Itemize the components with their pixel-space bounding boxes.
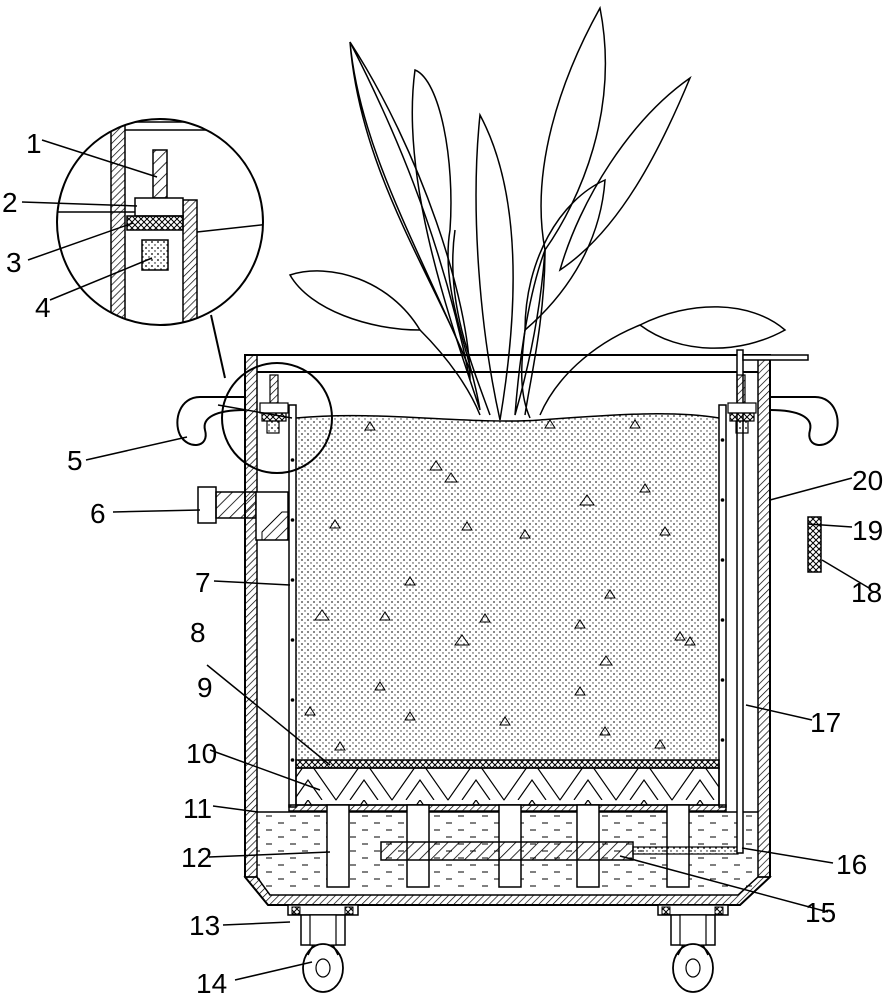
leaf bbox=[349, 41, 471, 371]
leader-lines bbox=[21, 139, 870, 981]
leaf-stem bbox=[524, 249, 546, 416]
top-clamp-left bbox=[259, 374, 289, 434]
label-13: 13 bbox=[189, 910, 220, 941]
float-bar bbox=[380, 841, 634, 861]
label-2: 2 bbox=[2, 187, 18, 218]
float-connector bbox=[632, 846, 739, 855]
leaf bbox=[558, 75, 692, 272]
leaf-stem bbox=[539, 324, 641, 416]
leaf bbox=[411, 68, 481, 411]
label-10: 10 bbox=[186, 738, 217, 769]
leaf bbox=[475, 112, 514, 421]
leaf bbox=[288, 270, 422, 331]
label-4: 4 bbox=[35, 292, 51, 323]
label-6: 6 bbox=[90, 498, 106, 529]
label-18: 18 bbox=[851, 577, 882, 608]
detail-zoom-view bbox=[56, 118, 264, 326]
leaf bbox=[638, 306, 787, 349]
inner-pot-holes bbox=[290, 438, 725, 762]
handle-left bbox=[176, 396, 246, 446]
level-rod bbox=[736, 349, 744, 854]
handle-right bbox=[769, 396, 839, 446]
caster-right bbox=[657, 904, 729, 993]
label-1: 1 bbox=[26, 128, 42, 159]
label-12: 12 bbox=[181, 842, 212, 873]
part-labels: 1 2 3 4 5 6 7 8 9 10 11 12 13 14 15 16 1… bbox=[2, 128, 883, 999]
label-14: 14 bbox=[196, 968, 227, 999]
leaf-stem bbox=[451, 229, 491, 416]
label-17: 17 bbox=[810, 707, 841, 738]
level-rod-bracket bbox=[742, 354, 809, 361]
water-absorbing-plate bbox=[295, 767, 720, 806]
detail-connector bbox=[210, 314, 226, 379]
filter-layer bbox=[295, 759, 720, 769]
leaf bbox=[520, 329, 531, 419]
caster-left bbox=[287, 904, 359, 993]
soil bbox=[295, 413, 720, 760]
water-inlet bbox=[197, 486, 289, 541]
label-20: 20 bbox=[852, 465, 883, 496]
leaf bbox=[514, 249, 546, 416]
detail-marker-circle bbox=[221, 362, 333, 474]
plant bbox=[288, 5, 787, 421]
leaf bbox=[419, 329, 481, 416]
label-5: 5 bbox=[67, 445, 83, 476]
label-8: 8 bbox=[190, 617, 206, 648]
label-7: 7 bbox=[195, 567, 211, 598]
soil-particles bbox=[304, 419, 696, 751]
level-indicator bbox=[807, 516, 822, 573]
label-11: 11 bbox=[183, 793, 212, 824]
leaf bbox=[540, 5, 607, 252]
label-9: 9 bbox=[197, 672, 213, 703]
label-3: 3 bbox=[6, 247, 22, 278]
label-19: 19 bbox=[852, 515, 883, 546]
label-15: 15 bbox=[805, 897, 836, 928]
label-16: 16 bbox=[836, 849, 867, 880]
top-clamp-right bbox=[727, 374, 757, 434]
